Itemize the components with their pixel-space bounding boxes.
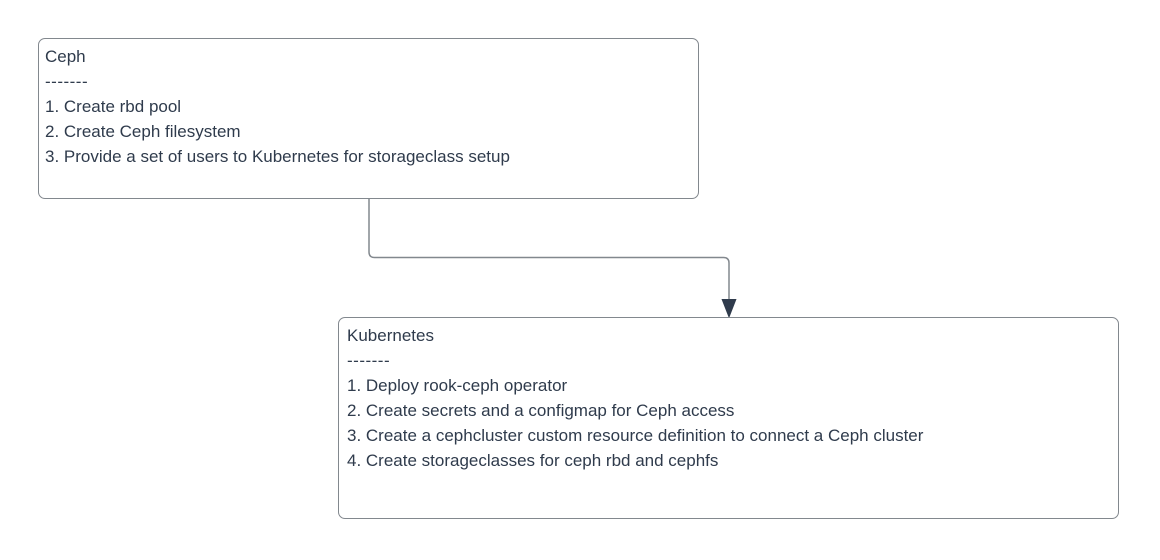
connector-line [368,199,730,301]
node-separator: ------- [45,72,89,91]
list-item: 1. Deploy rook-ceph operator [347,376,568,395]
list-item: 1. Create rbd pool [45,97,182,116]
list-item: 2. Create secrets and a configmap for Ce… [347,401,735,420]
node-ceph[interactable]: Ceph ------- 1. Create rbd pool 2. Create… [38,38,699,199]
list-item: 4. Create storageclasses for ceph rbd an… [347,451,719,470]
node-title: Ceph [45,47,86,66]
list-item: 3. Create a cephcluster custom resource … [347,426,924,445]
node-items: 1. Create rbd pool 2. Create Ceph filesys… [45,94,690,169]
arrowhead-icon [721,299,737,319]
node-kubernetes[interactable]: Kubernetes ------- 1. Deploy rook-ceph o… [338,317,1119,519]
node-title: Kubernetes [347,326,434,345]
node-items: 1. Deploy rook-ceph operator 2. Create se… [347,373,1110,473]
list-item: 3. Provide a set of users to Kubernetes … [45,147,510,166]
node-separator: ------- [347,351,391,370]
list-item: 2. Create Ceph filesystem [45,122,241,141]
